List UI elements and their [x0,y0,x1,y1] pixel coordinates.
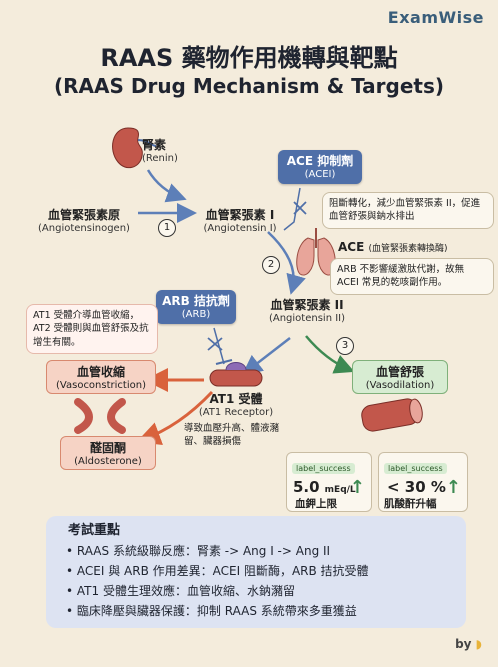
page-title: RAAS 藥物作用機轉與靶點 [100,44,398,72]
constricted-vessel-icon [74,398,126,434]
stat-caption: 血鉀上限 [295,498,337,510]
stat-card-potassium: label_success 5.0 mEq/L 血鉀上限 ↑ [286,452,372,512]
banana-logo-icon: ◗ [475,637,482,651]
aldosterone-en: (Aldosterone) [74,456,142,467]
summary-item: • ACEI 與 ARB 作用差異：ACEI 阻斷酶，ARB 拮抗受體 [66,564,369,578]
aldosterone-box: 醛固酮 (Aldosterone) [60,436,156,470]
step-1-marker: 1 [158,219,176,237]
stat-card-creatinine: label_success < 30 % 肌酸酐升幅 ↑ [378,452,468,512]
summary-item: • RAAS 系統級聯反應：腎素 -> Ang I -> Ang II [66,544,331,558]
stat-value: < 30 % [387,478,446,496]
at1-note: AT1 受體介導血管收縮，AT2 受體則與血管舒張及抗增生有關。 [26,304,158,354]
summary-title: 考試重點 [68,523,121,538]
stat-tag: label_success [292,463,355,474]
stat-caption: 肌酸酐升幅 [384,498,437,510]
up-arrow-icon: ↑ [445,477,461,498]
summary-item: • 臨床降壓與臟器保護：抑制 RAAS 系統帶來多重獲益 [66,604,357,618]
angiotensin2-label: 血管緊張素 II [270,298,344,312]
renin-label: 腎素 [142,138,167,152]
page-subtitle: (RAAS Drug Mechanism & Targets) [53,74,445,98]
aldosterone-label: 醛固酮 [89,441,126,455]
at1-en: (AT1 Receptor) [198,407,274,418]
at1-arrow [242,337,291,376]
up-arrow-icon: ↑ [349,477,365,498]
dilated-vessel-icon [361,398,423,432]
at1-label: AT1 受體 [209,392,263,406]
ace-en: (血管緊張素轉換酶) [368,244,448,254]
kidney-icon [112,127,157,169]
vasodilation-en: (Vasodilation) [365,380,435,391]
ace-enzyme: ACE (血管緊張素轉換酶) [338,240,488,254]
step-3-marker: 3 [336,337,354,355]
ace-label: ACE [338,240,365,254]
step-2-marker: 2 [262,256,280,274]
angiotensin1-en: (Angiotensin I) [203,223,277,234]
stat-unit: mEq/L [324,485,356,495]
stat-value: 5.0 [293,478,320,496]
receptor-icon [209,362,263,387]
summary-panel [46,516,466,628]
angiotensin1-label: 血管緊張素 I [205,208,275,222]
acei-box: ACE 抑制劑 (ACEI) [278,150,362,184]
footer-by: by [455,637,472,651]
vasoconstriction-en: (Vasoconstriction) [56,380,146,391]
angiotensinogen-en: (Angiotensinogen) [38,223,130,234]
arb-box: ARB 拮抗劑 (ARB) [156,290,236,324]
renin-arrow [146,169,187,203]
angiotensinogen-label: 血管緊張素原 [47,208,120,222]
step2-arrow [267,231,306,295]
vasoconstriction-label: 血管收縮 [76,365,125,379]
at1-effect: 導致血壓升高、體液瀦留、臟器損傷 [184,423,280,448]
ace-note: ARB 不影響緩激肽代謝，故無 ACEI 常見的乾咳副作用。 [330,258,494,295]
acei-note: 阻斷轉化，減少血管緊張素 II，促進血管舒張與鈉水排出 [322,192,494,229]
summary-item: • AT1 受體生理效應：血管收縮、水鈉瀦留 [66,584,295,598]
arb-label: ARB 拮抗劑 [162,294,230,308]
stat-tag: label_success [384,463,447,474]
footer-credit: by ◗ [455,637,482,651]
step3-arrow [305,335,355,374]
brand-logo: ExamWise [387,8,484,27]
renin-en: (Renin) [142,153,178,164]
arb-en: (ARB) [181,309,211,320]
angiotensin2-en: (Angiotensin II) [268,313,346,324]
vasoconstriction-box: 血管收縮 (Vasoconstriction) [46,360,156,394]
acei-en: (ACEI) [304,169,336,180]
vasodilation-label: 血管舒張 [375,365,424,379]
acei-label: ACE 抑制劑 [286,154,354,168]
vasodilation-box: 血管舒張 (Vasodilation) [352,360,448,394]
